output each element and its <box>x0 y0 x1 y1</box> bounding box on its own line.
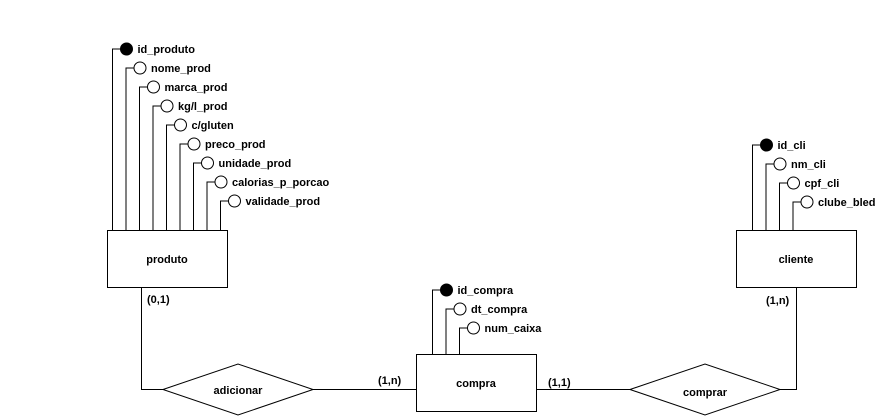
produto-attr-stem-unidade-prod <box>193 162 202 230</box>
relationship-adicionar-diamond[interactable] <box>161 363 315 416</box>
cardinality-compra-adicionar: (1,n) <box>378 375 402 387</box>
entity-compra[interactable]: compra <box>416 354 537 412</box>
compra-attr-stem-dt-compra <box>445 308 454 354</box>
produto-attribute-marker <box>187 137 201 151</box>
produto-attr-stem-id-produto <box>112 48 121 230</box>
produto-attribute-preco-prod: preco_prod <box>205 139 266 151</box>
produto-attribute-nome-prod: nome_prod <box>151 63 211 75</box>
produto-attribute-kg-l-prod: kg/l_prod <box>178 101 228 113</box>
cliente-attr-stem-nm-cli <box>765 163 774 230</box>
compra-key-attribute-marker <box>440 283 453 297</box>
compra-attr-stem-id-compra <box>432 289 441 354</box>
cardinality-cliente-comprar: (1,n) <box>766 295 790 307</box>
cardinality-produto-adicionar: (0,1) <box>147 294 170 306</box>
produto-attribute-validade-prod: validade_prod <box>246 196 321 208</box>
produto-attribute-marker <box>228 194 241 208</box>
entity-produto-label: produto <box>146 254 188 266</box>
cliente-attributes: id_cli nm_cli cpf_cli clube_bled <box>752 138 875 230</box>
cliente-attr-stem-cpf-cli <box>779 182 788 230</box>
compra-attribute-marker <box>453 302 467 316</box>
cliente-attribute-marker <box>773 157 787 171</box>
relationship-comprar-diamond[interactable] <box>628 363 782 416</box>
cardinalities: (0,1) (1,n) (1,1) (1,n) <box>147 294 790 389</box>
produto-key-attribute-marker <box>120 42 133 56</box>
link-comprar-cliente <box>780 288 797 390</box>
produto-attr-stem-preco-prod <box>179 143 188 230</box>
compra-attribute-marker <box>467 321 480 335</box>
produto-attribute-marker <box>214 175 228 189</box>
relationship-adicionar-label: adicionar <box>214 385 264 397</box>
relationship-comprar[interactable]: comprar <box>628 363 782 416</box>
produto-attr-stem-nome-prod <box>125 67 134 230</box>
cliente-attribute-nm-cli: nm_cli <box>791 159 826 171</box>
link-produto-adicionar <box>141 288 163 390</box>
compra-attr-stem-num-caixa <box>459 327 468 354</box>
entity-produto[interactable]: produto <box>107 230 228 288</box>
produto-attr-stem-calorias-p-porcao <box>206 181 215 230</box>
entity-cliente-box[interactable] <box>736 230 857 288</box>
cliente-attribute-clube-bled: clube_bled <box>818 197 875 209</box>
produto-attribute-marker <box>160 99 174 113</box>
produto-attr-stem-validade-prod <box>220 200 229 230</box>
entity-compra-label: compra <box>456 378 497 390</box>
produto-attr-stem-kg-l-prod <box>152 105 161 230</box>
compra-attribute-id-compra: id_compra <box>458 285 515 297</box>
produto-attributes: id_produto nome_prod marca_prod kg/l_prod c/… <box>112 42 329 230</box>
produto-attribute-marker <box>147 80 160 94</box>
entity-cliente-label: cliente <box>779 254 814 266</box>
cliente-key-attribute-marker <box>760 138 773 152</box>
produto-attribute-c-gluten: c/gluten <box>192 120 234 132</box>
cliente-attribute-cpf-cli: cpf_cli <box>805 178 840 190</box>
relationship-comprar-label: comprar <box>683 387 728 399</box>
cliente-attribute-marker <box>800 195 814 209</box>
produto-attr-stem-c-gluten <box>166 124 175 230</box>
relationship-adicionar[interactable]: adicionar <box>161 363 315 416</box>
entity-cliente[interactable]: cliente <box>736 230 857 288</box>
cliente-attribute-id-cli: id_cli <box>778 140 806 152</box>
compra-attribute-dt-compra: dt_compra <box>471 304 528 316</box>
cliente-attr-stem-clube-bled <box>792 201 801 230</box>
compra-attributes: id_compra dt_compra num_caixa <box>432 283 543 354</box>
produto-attribute-marker <box>201 156 214 170</box>
produto-attribute-marker <box>174 118 187 132</box>
produto-attribute-calorias-p-porcao: calorias_p_porcao <box>232 177 329 189</box>
cliente-attribute-marker <box>787 176 800 190</box>
produto-attr-stem-marca-prod <box>139 86 148 230</box>
produto-attribute-marker <box>133 61 147 75</box>
produto-attribute-marca-prod: marca_prod <box>165 82 228 94</box>
entity-compra-box[interactable] <box>416 354 537 412</box>
produto-attribute-id-produto: id_produto <box>138 44 196 56</box>
cliente-attr-stem-id-cli <box>752 144 761 230</box>
connector-lines <box>141 288 797 390</box>
entity-produto-box[interactable] <box>107 230 228 288</box>
compra-attribute-num-caixa: num_caixa <box>485 323 543 335</box>
cardinality-compra-comprar: (1,1) <box>548 377 571 389</box>
produto-attribute-unidade-prod: unidade_prod <box>219 158 292 170</box>
